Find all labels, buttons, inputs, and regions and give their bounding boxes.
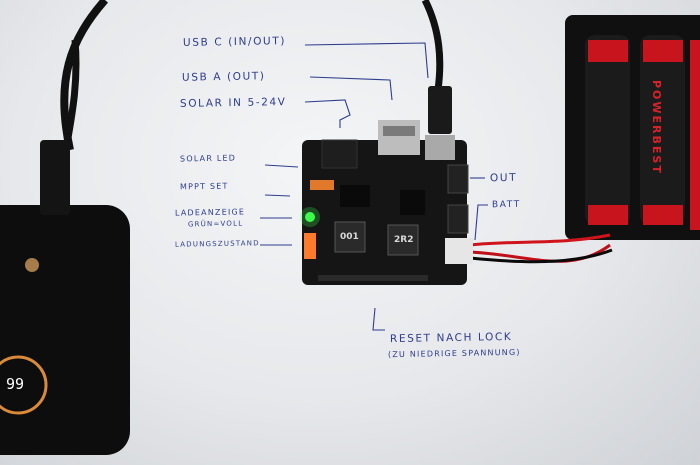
annotation-charge-state: LADUNGSZUSTAND xyxy=(174,239,260,249)
annotation-out: OUT xyxy=(489,171,518,185)
usb-c-cable xyxy=(421,0,444,91)
pcb-board xyxy=(300,120,473,285)
leader-lines xyxy=(260,42,488,331)
inductor-right xyxy=(387,224,419,256)
annotation-mppt-set: MPPT SET xyxy=(179,181,229,192)
battery-holder xyxy=(565,15,700,240)
annotation-batt: BATT xyxy=(491,199,521,211)
inductor-2-label: 2R2 xyxy=(394,235,414,245)
annotation-usb-a: USB A (OUT) xyxy=(181,70,266,84)
power-bank xyxy=(0,140,130,455)
inductor-left xyxy=(334,221,366,253)
solar-connector xyxy=(321,139,358,169)
usb-c-plug xyxy=(428,86,452,134)
usb-c-port xyxy=(425,135,455,160)
annotation-charge-indicator: LADEANZEIGE xyxy=(174,207,246,218)
inductor-1-label: 001 xyxy=(340,232,359,242)
left-cable-1 xyxy=(60,0,109,151)
wire-red-1 xyxy=(469,233,611,247)
out-terminal xyxy=(447,164,469,194)
wire-black xyxy=(469,248,613,264)
annotation-charge-indicator-sub: GRÜN=VOLL xyxy=(187,219,244,229)
annotation-solar-in: SOLAR IN 5-24V xyxy=(179,96,287,110)
batt-terminal xyxy=(447,204,469,234)
annotation-reset-line1: RESET NACH LOCK xyxy=(389,330,513,346)
battery-brand-label: POWERBEST xyxy=(650,80,663,175)
charge-leds xyxy=(304,233,316,259)
jst-connector xyxy=(445,238,473,264)
usb-a-port xyxy=(378,120,420,155)
green-led xyxy=(305,212,315,222)
power-bank-display: 99 xyxy=(6,375,25,393)
annotation-solar-led: SOLAR LED xyxy=(179,153,237,164)
annotation-usb-c: USB C (IN/OUT) xyxy=(182,35,287,49)
